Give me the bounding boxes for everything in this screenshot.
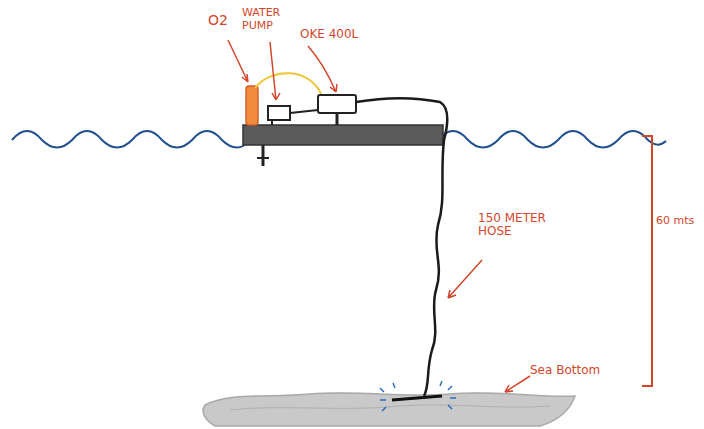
water-pump [268,106,290,120]
leader-arrow [228,40,248,82]
bubbles [380,381,456,411]
seabed-texture [230,405,550,410]
platform-leg [262,145,265,166]
leader-arrow [270,42,280,100]
oxygen-tank [246,86,258,125]
pump-foot [271,120,273,125]
unit-label: OKE 400L [300,28,390,41]
leader-arrow [308,46,337,92]
depth-label: 60 mts [656,214,702,227]
tank-label: O2 [208,14,238,27]
leader-arrow [505,376,530,392]
depth-bracket [642,136,652,386]
oke-stand [336,113,339,125]
cable [255,73,322,96]
sea-bottom [203,393,575,426]
platform-leg [257,157,269,159]
pump-pipe [290,110,318,113]
bottom-label: Sea Bottom [530,364,640,377]
leader-arrow [448,260,482,298]
oke-unit [318,95,356,113]
hose [356,98,447,396]
diffuser [392,396,442,400]
platform [243,125,443,145]
pump-label: WATER PUMP [242,6,294,32]
hose-label: 150 METER HOSE [478,212,548,238]
